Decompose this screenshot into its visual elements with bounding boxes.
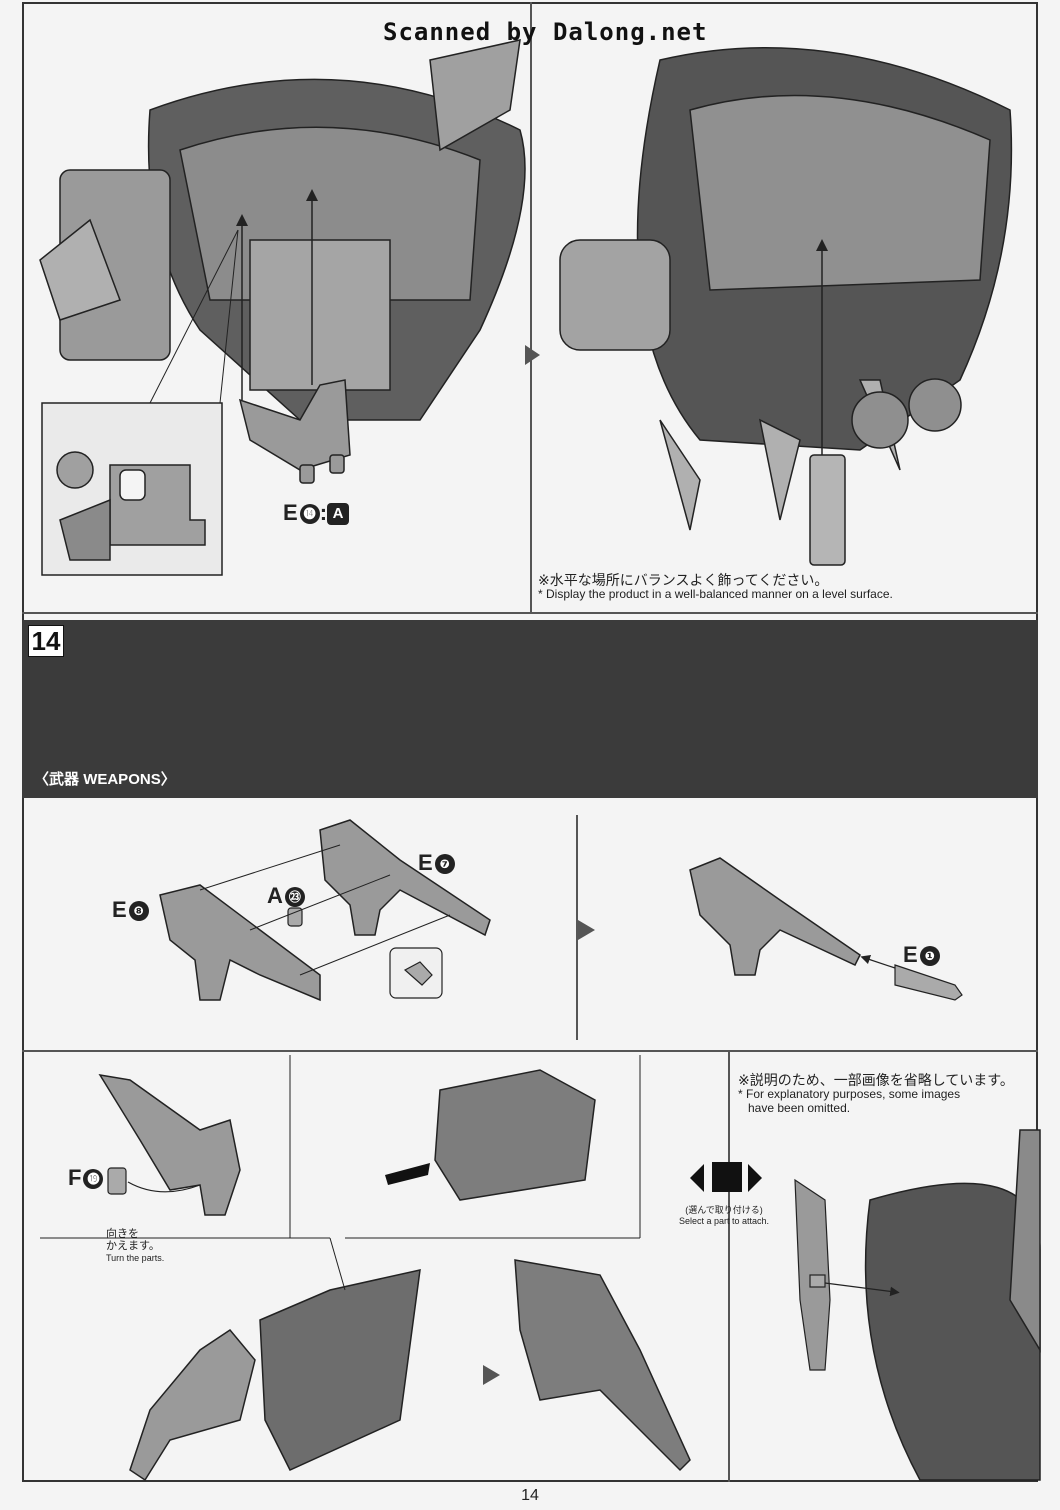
display-note: ※水平な場所にバランスよく飾ってください。 * Display the prod… — [538, 572, 893, 601]
watermark: Scanned by Dalong.net — [383, 18, 708, 46]
turn-parts-note: 向きを かえます。 Turn the parts. — [106, 1228, 165, 1263]
rifle-half-e7 — [319, 819, 491, 937]
hand-bottom — [259, 1269, 421, 1471]
step-number: 14 — [28, 625, 64, 657]
part-a23 — [287, 907, 303, 927]
step-arrow-mid — [578, 920, 595, 940]
top-divider-vertical — [530, 2, 532, 612]
omit-note: ※説明のため、一部画像を省略しています。 * For explanatory p… — [738, 1072, 1014, 1115]
select-part-icon — [690, 1162, 762, 1192]
rifle-assembled — [689, 857, 861, 976]
top-right-suit-drawing — [559, 46, 1013, 566]
mid-divider-vertical — [576, 815, 578, 1040]
hand-top — [434, 1069, 596, 1201]
step-14-banner — [22, 620, 1038, 798]
part-e1 — [894, 964, 963, 1001]
part-f19 — [107, 1167, 127, 1195]
select-part-note: (選んで取り付ける) Select a part to attach. — [678, 1205, 770, 1226]
bottom-divider-vertical — [728, 1052, 730, 1482]
rifle-half-e8 — [159, 884, 321, 1002]
rifle-bottom-left — [129, 1329, 256, 1482]
rifle-with-grip — [98, 1073, 241, 1216]
part-e14-drawing — [238, 379, 351, 484]
step-arrow-top — [525, 345, 540, 365]
callout-part — [56, 451, 206, 561]
mid-section-bottom-rule — [22, 1050, 1038, 1052]
weapons-title: 〈武器 WEAPONS〉 — [34, 771, 176, 788]
rod-part-bottom — [794, 1178, 831, 1371]
hand-holding-rifle — [514, 1259, 691, 1472]
top-section-bottom-rule — [22, 612, 1038, 614]
page-number: 14 — [521, 1487, 539, 1504]
bottom-right-dome-drawing — [864, 1129, 1041, 1481]
top-left-suit-drawing — [39, 39, 526, 421]
step-arrow-bottom — [483, 1365, 500, 1385]
